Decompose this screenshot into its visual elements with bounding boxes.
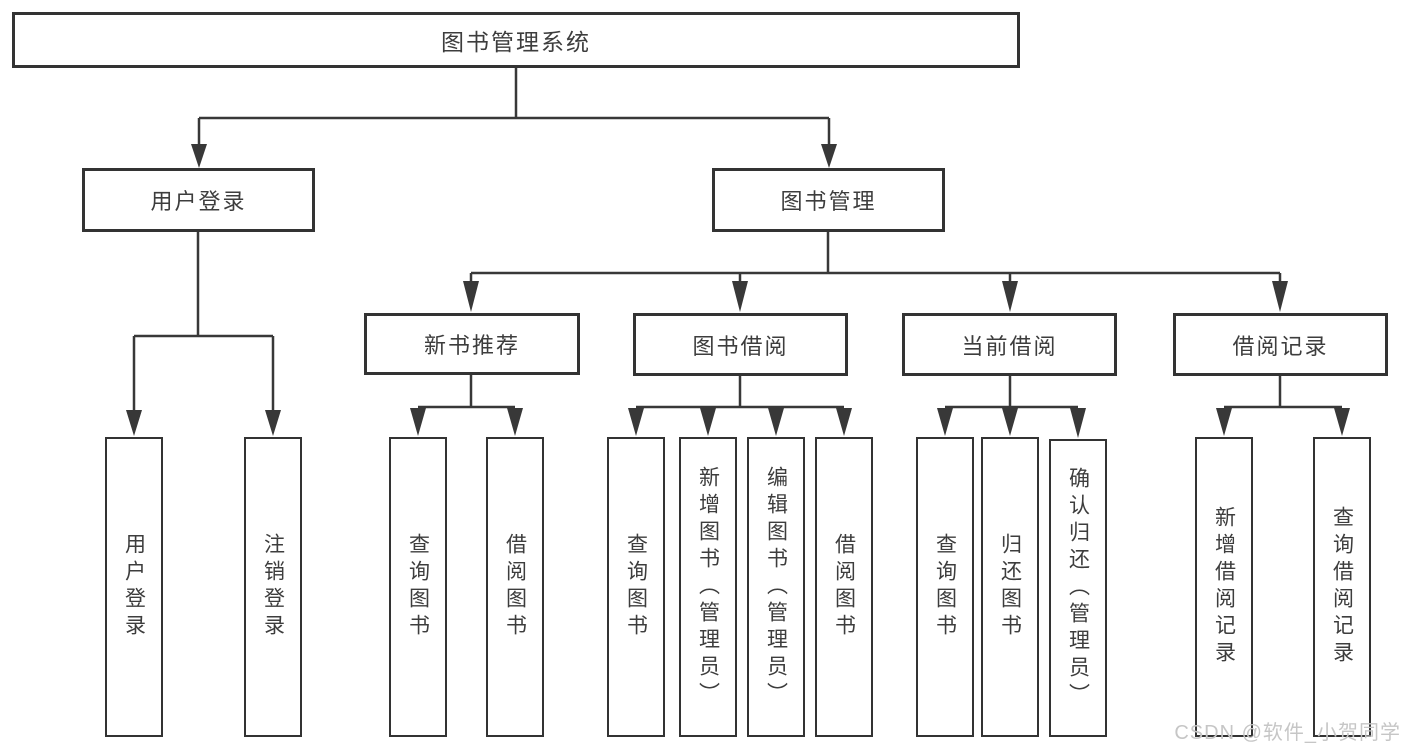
leaf-label: 借阅图书 [503,533,527,641]
node-borrowing-records: 借阅记录 [1173,313,1388,376]
leaf-query-borrow-record: 查询借阅记录 [1313,437,1371,737]
leaf-label: 编辑图书（管理员） [764,465,788,709]
leaf-logout: 注销登录 [244,437,302,737]
node-library-management-system: 图书管理系统 [12,12,1020,68]
connector-records-branch [1224,376,1342,409]
node-user-login: 用户登录 [82,168,315,232]
node-label: 新书推荐 [423,333,520,358]
leaf-label: 归还图书 [998,533,1022,641]
node-label: 用户登录 [150,189,247,214]
leaf-query-books-recommend: 查询图书 [389,437,447,737]
leaf-label: 查询图书 [624,533,648,641]
node-book-borrowing: 图书借阅 [633,313,848,376]
leaf-user-login: 用户登录 [105,437,163,737]
connector-book-management-branch [469,232,1282,283]
node-label: 图书管理系统 [441,29,591,55]
leaf-label: 注销登录 [261,533,285,641]
node-book-management: 图书管理 [712,168,945,232]
node-current-borrowing: 当前借阅 [902,313,1117,376]
leaf-label: 查询图书 [406,533,430,641]
leaf-query-books-borrowing: 查询图书 [607,437,665,737]
leaf-add-borrow-record: 新增借阅记录 [1195,437,1253,737]
node-label: 当前借阅 [961,333,1058,359]
connector-root-branch [197,68,831,146]
node-label: 借阅记录 [1232,333,1329,359]
leaf-return-books: 归还图书 [981,437,1039,737]
connector-recommend-branch [418,375,515,409]
leaf-label: 新增图书（管理员） [696,465,720,709]
connector-current-branch [945,376,1078,409]
leaf-label: 新增借阅记录 [1212,506,1236,668]
connector-borrowing-branch [636,376,844,409]
node-label: 图书管理 [780,189,877,214]
node-label: 图书借阅 [692,333,789,359]
connector-user-login-branch [132,232,275,412]
csdn-watermark: CSDN @软件_小贺同学 [1174,722,1401,744]
leaf-label: 借阅图书 [832,533,856,641]
leaf-label: 查询借阅记录 [1330,506,1354,668]
leaf-edit-books-admin: 编辑图书（管理员） [747,437,805,737]
leaf-confirm-return-admin: 确认归还（管理员） [1049,439,1107,737]
leaf-query-books-current: 查询图书 [916,437,974,737]
leaf-label: 确认归还（管理员） [1066,466,1090,710]
leaf-label: 查询图书 [933,533,957,641]
leaf-label: 用户登录 [122,533,146,641]
leaf-add-books-admin: 新增图书（管理员） [679,437,737,737]
leaf-borrow-books-recommend: 借阅图书 [486,437,544,737]
node-new-book-recommendation: 新书推荐 [364,313,580,375]
leaf-borrow-books-borrowing: 借阅图书 [815,437,873,737]
